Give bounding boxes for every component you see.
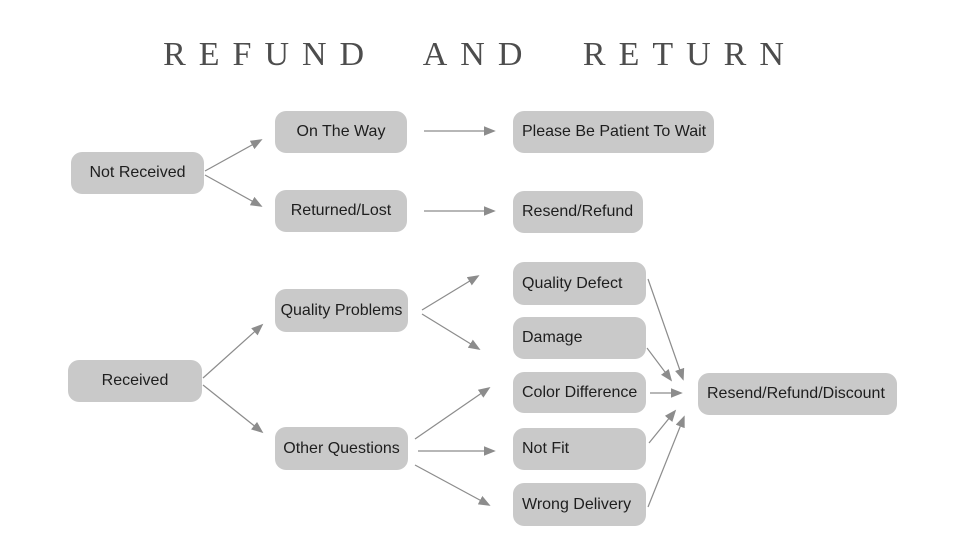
edge-arrow-not-fit-outcome	[648, 409, 677, 444]
edge-arrow-received-other-questions	[202, 384, 264, 434]
node-wrong-delivery: Wrong Delivery	[513, 483, 646, 526]
edge-arrow-other-questions-wrong-delivery	[414, 464, 491, 506]
edge-arrow-not-received-on-the-way	[204, 139, 263, 172]
node-resend-refund: Resend/Refund	[513, 191, 643, 233]
node-returned-lost: Returned/Lost	[275, 190, 407, 232]
edge-arrow-damage-outcome	[646, 347, 673, 382]
node-not-fit: Not Fit	[513, 428, 646, 470]
edge-arrow-not-received-returned-lost	[204, 174, 263, 207]
edge-arrow-quality-problems-quality-defect	[421, 275, 480, 311]
node-not-received: Not Received	[71, 152, 204, 194]
edge-arrow-quality-problems-damage	[421, 313, 481, 350]
edge-arrow-wrong-delivery-outcome	[647, 415, 685, 508]
node-quality-problems: Quality Problems	[275, 289, 408, 332]
diagram-title: REFUND AND RETURN	[163, 36, 797, 73]
node-color-difference: Color Difference	[513, 372, 646, 413]
node-on-the-way: On The Way	[275, 111, 407, 153]
edge-arrow-other-questions-color-difference	[414, 386, 491, 440]
node-resend-refund-discount: Resend/Refund/Discount	[698, 373, 897, 415]
edge-arrow-quality-defect-outcome	[647, 278, 685, 381]
node-other-questions: Other Questions	[275, 427, 408, 470]
node-please-be-patient: Please Be Patient To Wait	[513, 111, 714, 153]
node-damage: Damage	[513, 317, 646, 359]
node-received: Received	[68, 360, 202, 402]
node-quality-defect: Quality Defect	[513, 262, 646, 305]
edge-arrow-received-quality-problems	[202, 323, 264, 379]
